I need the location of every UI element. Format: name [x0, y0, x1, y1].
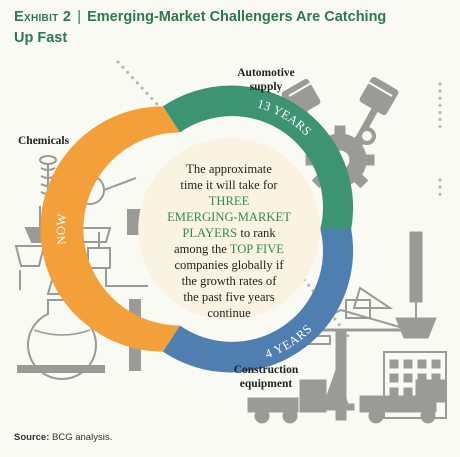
center-line-5b: to rank [240, 226, 276, 240]
segment-automotive [162, 85, 354, 229]
exhibit-title: Exhibit 2 | Emerging-Market Challengers … [14, 7, 444, 49]
title-line-1: Emerging-Market Challengers Are Catching [87, 9, 387, 25]
center-line-5a: PLAYERS [182, 226, 237, 240]
center-line-1: The approximate [186, 162, 272, 176]
label-construction-1: Construction [234, 364, 299, 376]
divider-upper-left [116, 60, 170, 118]
exhibit-number: Exhibit 2 [14, 9, 72, 25]
center-line-10: continue [207, 306, 251, 320]
label-automotive-1: Automotive [237, 67, 295, 79]
center-line-6a: among the [174, 242, 227, 256]
ring [40, 85, 354, 373]
center-disc [138, 138, 321, 320]
years-chemicals: NOW [54, 213, 69, 246]
label-construction-2: equipment [240, 378, 293, 390]
segment-construction [162, 229, 354, 373]
divider-lower-right [298, 272, 350, 338]
source-label: Source: [14, 432, 50, 443]
title-separator: | [77, 9, 82, 25]
dotted-dividers [116, 60, 442, 338]
center-line-9: the past five years [183, 290, 274, 304]
center-line-5: PLAYERS to rank [182, 226, 276, 240]
center-line-7: companies globally if [174, 258, 284, 272]
center-text: The approximate time it will take for TH… [167, 162, 291, 320]
label-chemicals: Chemicals [18, 135, 70, 147]
center-line-4: EMERGING-MARKET [167, 210, 291, 224]
center-line-3: THREE [209, 194, 250, 208]
construction-crane-icon [247, 231, 447, 424]
center-line-6: among the TOP FIVE [174, 242, 284, 256]
label-automotive-2: supply [250, 81, 283, 93]
center-line-2: time it will take for [180, 178, 278, 192]
source-text: BCG analysis. [52, 432, 113, 443]
center-line-6b: TOP FIVE [230, 242, 285, 256]
title-line-2: Up Fast [14, 30, 68, 46]
source-note: Source: BCG analysis. [14, 432, 112, 443]
center-line-8: the growth rates of [182, 274, 278, 288]
segment-chemicals [40, 106, 180, 352]
